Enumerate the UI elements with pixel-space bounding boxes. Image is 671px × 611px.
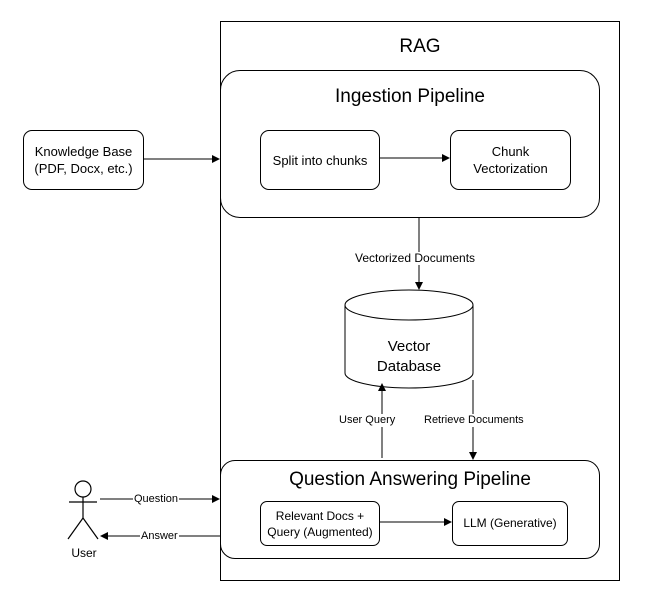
split-into-chunks-label: Split into chunks	[272, 152, 368, 168]
knowledge-base-label: Knowledge Base (PDF, Docx, etc.)	[34, 144, 133, 176]
answer-label: Answer	[140, 530, 179, 543]
retrieve-documents-label: Retrieve Documents	[423, 414, 525, 427]
llm-label: LLM (Generative)	[463, 516, 557, 530]
question-answering-pipeline-title: Question Answering Pipeline	[289, 469, 531, 490]
user-icon	[67, 480, 99, 540]
relevant-docs-label: Relevant Docs + Query (Augmented)	[267, 508, 373, 539]
vector-database-label: Vector Database	[376, 338, 442, 375]
rag-title: RAG	[399, 36, 441, 57]
user-label: User	[71, 546, 97, 560]
question-label: Question	[133, 493, 180, 506]
vectorized-documents-label: Vectorized Documents	[354, 251, 477, 265]
relevant-docs-node[interactable]: Relevant Docs + Query (Augmented)	[260, 501, 380, 546]
knowledge-base-node[interactable]: Knowledge Base (PDF, Docx, etc.)	[23, 130, 144, 190]
chunk-vectorization-node[interactable]: Chunk Vectorization	[450, 130, 571, 190]
chunk-vectorization-label: Chunk Vectorization	[473, 144, 548, 176]
llm-node[interactable]: LLM (Generative)	[452, 501, 568, 546]
user-query-label: User Query	[338, 414, 397, 427]
ingestion-pipeline-title: Ingestion Pipeline	[335, 86, 485, 107]
split-into-chunks-node[interactable]: Split into chunks	[260, 130, 380, 190]
